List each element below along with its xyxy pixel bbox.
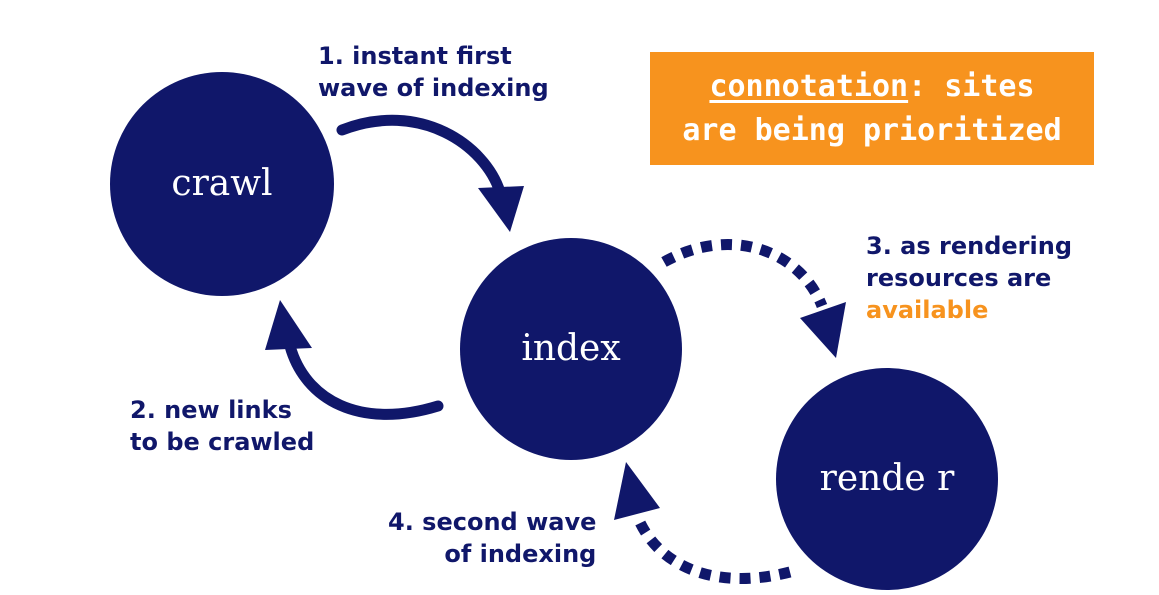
step-3-line-1: 3. as rendering [866,232,1072,260]
step-1-line-2: wave of indexing [318,74,549,102]
index-node: index [460,238,682,460]
step-1-line-1: 1. instant first [318,42,512,70]
index-label: index [521,327,621,369]
arrowhead-index-return [614,462,660,520]
step-3-line-3: available [866,296,989,324]
step-3-label: 3. as rendering resources are available [866,230,1072,326]
arrow-crawl-to-index [336,114,506,198]
step-2-line-1: 2. new links [130,396,292,424]
step-4-line-2: of indexing [444,540,597,568]
step-2-line-2: to be crawled [130,428,315,456]
step-1-label: 1. instant first wave of indexing [318,40,549,104]
arrowhead-index-in [478,186,524,232]
callout-line-1-rest: : sites [908,68,1035,104]
arrowhead-crawl-in [265,300,312,350]
connotation-callout: connotation: sites are being prioritized [650,52,1094,165]
arrow-render-to-index [632,515,792,584]
arrowhead-render-in [800,302,846,358]
render-node: rende r [776,368,998,590]
callout-line-1: connotation: sites [709,65,1034,109]
step-2-label: 2. new links to be crawled [130,394,314,458]
arrow-index-to-render [661,239,828,309]
arrow-index-to-crawl [284,340,444,420]
callout-line-2: are being prioritized [682,112,1062,148]
crawl-label: crawl [171,162,273,204]
callout-term: connotation [709,68,909,104]
render-label: rende r [819,457,955,499]
step-4-line-1: 4. second wave [388,508,597,536]
step-3-line-2: resources are [866,264,1052,292]
step-4-label: 4. second wave of indexing [388,506,596,570]
crawl-node: crawl [110,72,334,296]
